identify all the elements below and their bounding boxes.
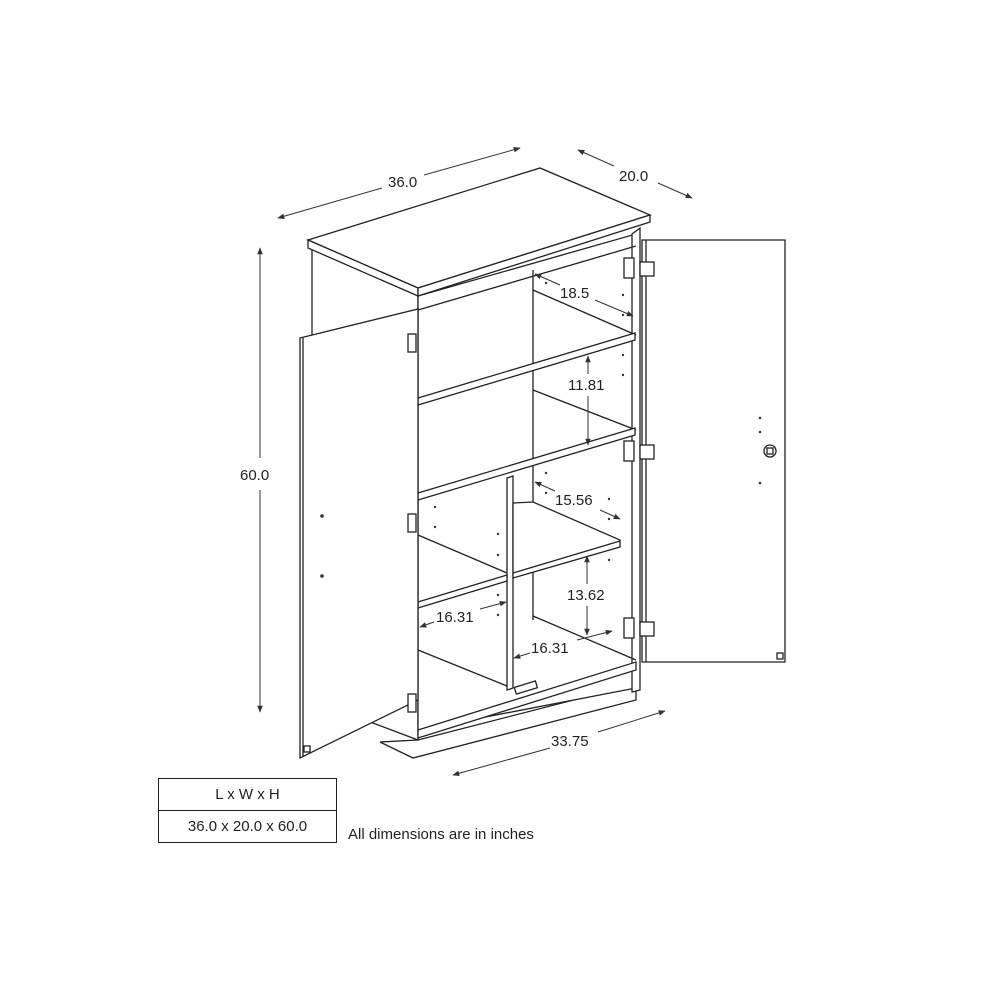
dim-lower-spacing-label: 13.62	[567, 587, 605, 604]
units-note: All dimensions are in inches	[348, 826, 534, 843]
table-header: L x W x H	[215, 786, 280, 803]
dimension-height: 60.0	[240, 247, 269, 713]
dimension-lower-spacing: 13.62	[567, 555, 605, 636]
left-door[interactable]	[299, 308, 419, 760]
lock-icon	[758, 416, 777, 485]
dim-top-spacing-label: 11.81	[568, 377, 604, 394]
center-divider	[506, 475, 514, 691]
dim-width-label: 36.0	[388, 174, 417, 191]
dim-inner-width-label: 33.75	[551, 733, 589, 750]
dimension-top-shelf-depth: 18.5	[534, 273, 634, 317]
dimension-left-compartment: 16.31	[419, 600, 507, 628]
hinge-icon	[623, 257, 655, 639]
shelf-adjustable	[512, 501, 621, 579]
hinge-icon	[407, 333, 417, 713]
dimension-depth: 20.0	[577, 149, 693, 199]
dim-right-shelf-depth-label: 15.56	[555, 492, 593, 509]
dimension-right-shelf-depth: 15.56	[534, 481, 621, 520]
table-value: 36.0 x 20.0 x 60.0	[159, 810, 336, 842]
dim-top-shelf-depth-label: 18.5	[560, 285, 589, 302]
dim-right-compartment-label: 16.31	[531, 640, 569, 657]
dimensions-table: L x W x H 36.0 x 20.0 x 60.0	[158, 778, 337, 843]
dim-depth-label: 20.0	[619, 168, 648, 185]
dimension-width: 36.0	[277, 147, 521, 219]
dim-height-label: 60.0	[240, 467, 269, 484]
dimension-top-shelf-spacing: 11.81	[568, 355, 604, 446]
dimension-right-compartment: 16.31	[513, 629, 613, 659]
dim-left-compartment-label: 16.31	[436, 609, 474, 626]
dimension-inner-width: 33.75	[452, 710, 666, 777]
right-door[interactable]	[623, 239, 786, 663]
